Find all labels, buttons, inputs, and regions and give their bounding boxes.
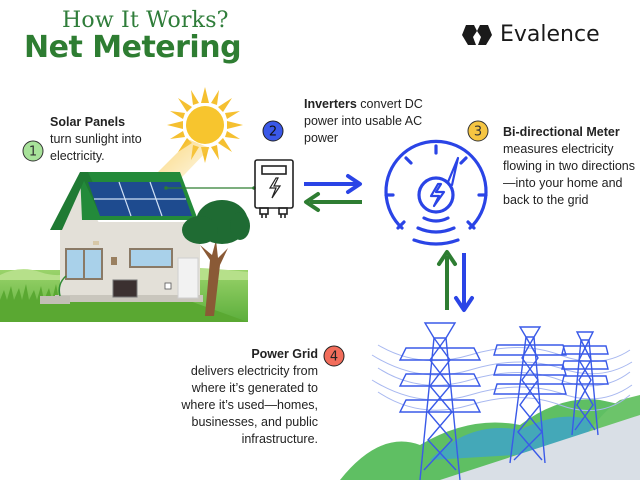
svg-text:4: 4: [330, 350, 338, 365]
arrow-to-inverter: [304, 192, 362, 212]
solar-panels: [88, 181, 192, 217]
page-title: Net Metering: [24, 30, 242, 65]
step-description: turn sunlight into electricity.: [50, 132, 142, 163]
step-title: Power Grid: [251, 347, 318, 361]
step-solar-panels: Solar Panels turn sunlight into electric…: [50, 114, 190, 165]
arrow-to-meter: [304, 174, 362, 194]
grid-landscape: [340, 395, 640, 480]
evalence-logo-icon: [462, 24, 492, 45]
step-title: Inverters: [304, 97, 357, 111]
svg-text:2: 2: [269, 125, 277, 140]
house-solar-panels-icon: [40, 172, 203, 304]
step-bidirectional-meter: Bi-directional Meter measures electricit…: [503, 124, 638, 209]
step-description: measures electricity flowing in two dire…: [503, 142, 636, 207]
step-3-badge: 3: [467, 120, 489, 142]
brand: Evalence: [462, 22, 600, 47]
meter-gauge-icon: [384, 139, 488, 246]
tree-icon: [182, 200, 250, 316]
step-1-badge: 1: [22, 140, 44, 162]
step-inverters: Inverters convert DC power into usable A…: [304, 96, 444, 147]
inverter-icon: [254, 159, 294, 218]
brand-name: Evalence: [500, 22, 600, 47]
power-tower-icon: [398, 322, 609, 480]
svg-text:1: 1: [29, 145, 37, 160]
step-title: Bi-directional Meter: [503, 125, 620, 139]
subtitle: How It Works?: [62, 8, 229, 33]
step-4-badge: 4: [323, 345, 345, 367]
arrow-to-grid: [454, 253, 474, 312]
step-title: Solar Panels: [50, 115, 126, 129]
step-power-grid: Power Grid delivers electricity from whe…: [180, 346, 318, 448]
step-2-badge: 2: [262, 120, 284, 142]
svg-text:3: 3: [474, 125, 482, 140]
arrow-from-grid: [437, 250, 457, 310]
step-description: delivers electricity from where it’s gen…: [181, 364, 318, 446]
step-description: convert DC power into usable AC power: [304, 97, 423, 145]
